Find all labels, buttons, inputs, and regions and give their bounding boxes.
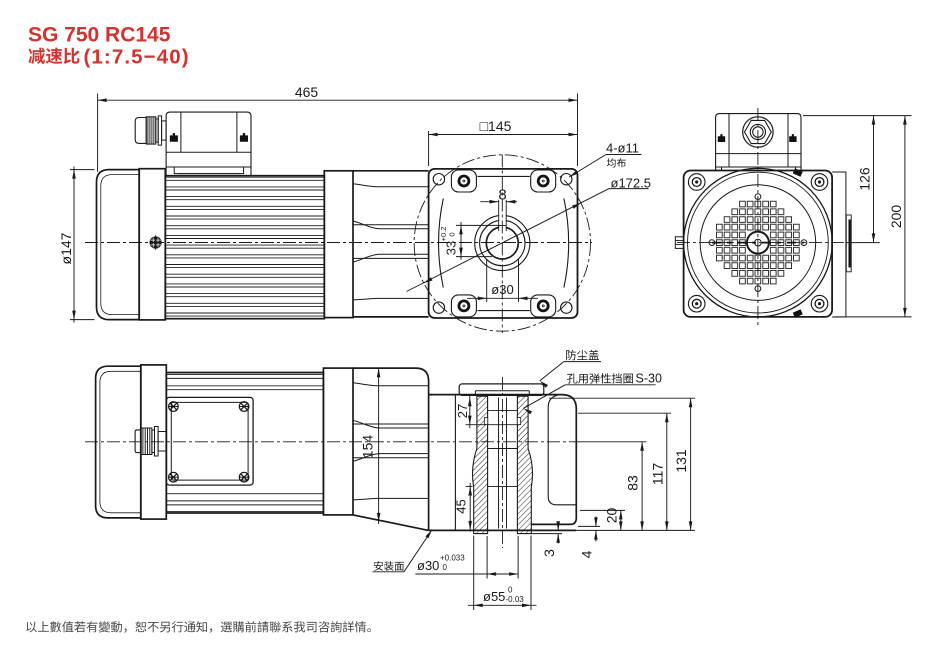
- svg-text:S-30: S-30: [636, 372, 662, 386]
- svg-text:4: 4: [579, 550, 595, 558]
- svg-text:83: 83: [625, 475, 641, 491]
- svg-text:45: 45: [453, 499, 468, 513]
- svg-text:0: 0: [448, 232, 457, 236]
- svg-text:0: 0: [508, 586, 513, 595]
- svg-text:ø172.5: ø172.5: [611, 175, 651, 190]
- svg-text:200: 200: [888, 205, 904, 229]
- svg-text:117: 117: [649, 463, 665, 486]
- svg-text:0: 0: [443, 563, 448, 572]
- svg-text:131: 131: [673, 449, 689, 473]
- svg-text:4-ø11: 4-ø11: [606, 141, 639, 156]
- svg-text:ø147: ø147: [58, 232, 74, 264]
- svg-text:(1:7.5−40): (1:7.5−40): [84, 46, 190, 69]
- svg-text:27: 27: [455, 404, 470, 418]
- svg-text:□145: □145: [480, 118, 512, 134]
- svg-text:SG 750 RC145: SG 750 RC145: [28, 24, 171, 47]
- svg-text:-0.03: -0.03: [506, 595, 525, 604]
- svg-text:8: 8: [498, 186, 506, 203]
- svg-text:20: 20: [603, 508, 619, 524]
- svg-text:126: 126: [857, 167, 873, 191]
- svg-text:+0.033: +0.033: [440, 554, 465, 563]
- svg-text:ø30: ø30: [417, 558, 439, 573]
- svg-text:33: 33: [444, 241, 459, 255]
- svg-text:ø55: ø55: [483, 589, 505, 604]
- svg-text:+0.2: +0.2: [439, 227, 448, 242]
- svg-text:154: 154: [360, 435, 376, 459]
- svg-text:ø30: ø30: [491, 282, 513, 297]
- svg-text:3: 3: [541, 549, 557, 557]
- svg-text:465: 465: [295, 84, 319, 100]
